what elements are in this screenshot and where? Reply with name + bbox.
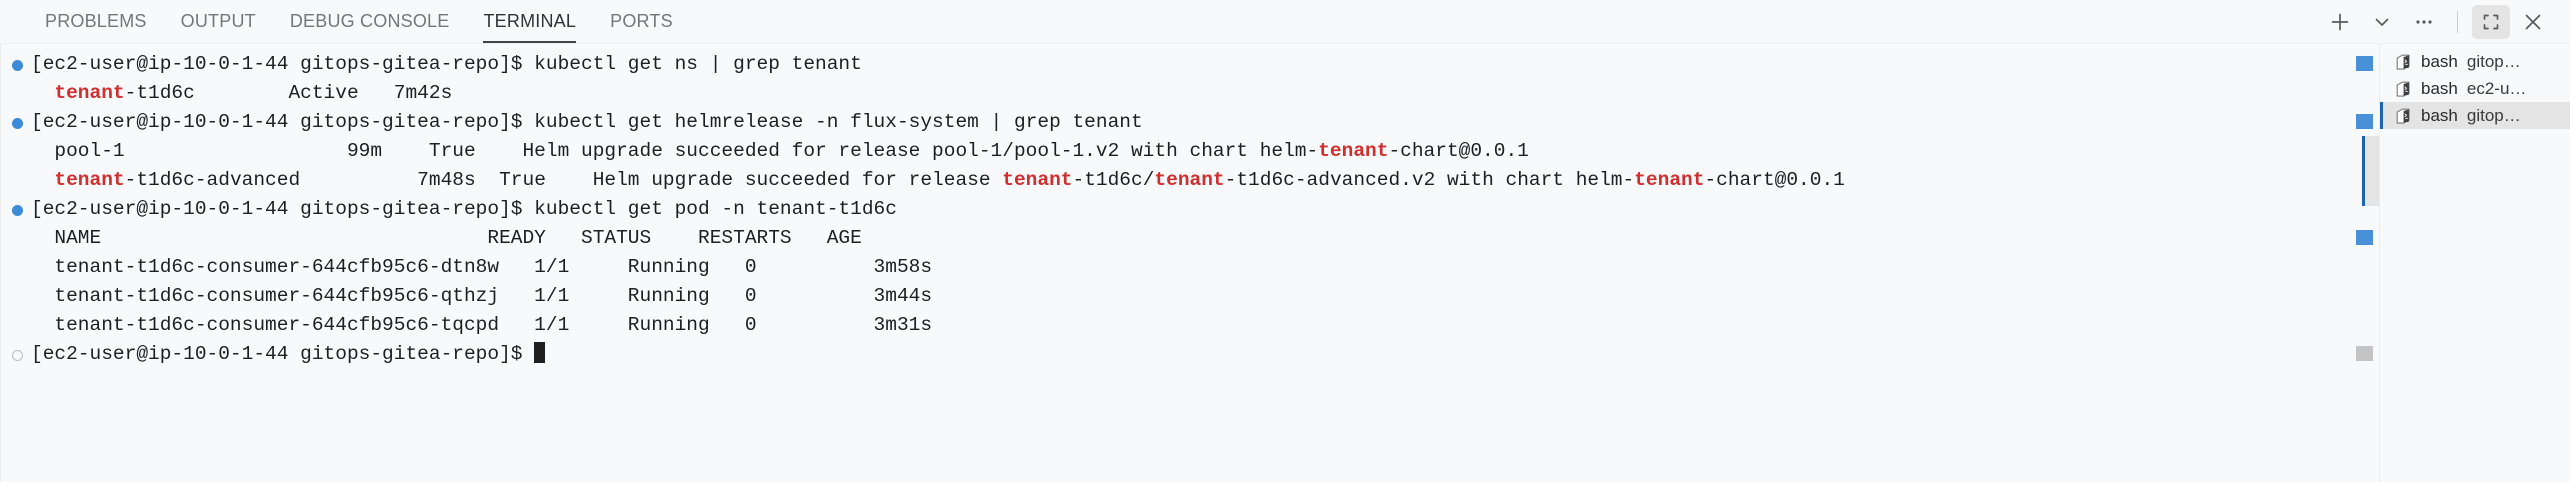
- command-success-marker-icon: [12, 205, 23, 216]
- terminal-text: [ec2-user@ip-10-0-1-44 gitops-gitea-repo…: [31, 53, 862, 75]
- terminal-line: tenant-t1d6c Active 7m42s: [1, 79, 2351, 108]
- grep-match: tenant: [1634, 169, 1705, 191]
- terminal-shell-icon: [2396, 108, 2410, 124]
- terminal-line: [ec2-user@ip-10-0-1-44 gitops-gitea-repo…: [1, 50, 2351, 79]
- tab-terminal[interactable]: TERMINAL: [466, 0, 593, 43]
- tab-output[interactable]: OUTPUT: [164, 0, 273, 43]
- tab-label: DEBUG CONSOLE: [289, 11, 450, 31]
- terminal-text: -t1d6c Active 7m42s: [124, 82, 453, 104]
- terminal-text: [31, 169, 54, 191]
- terminal-text: tenant-t1d6c-consumer-644cfb95c6-dtn8w 1…: [31, 256, 933, 278]
- terminal-text: -chart@0.0.1: [1704, 169, 1845, 191]
- tab-label: TERMINAL: [483, 11, 577, 31]
- terminal-cursor: [534, 342, 546, 363]
- overview-ruler-mark[interactable]: [2356, 230, 2373, 245]
- panel-tab-bar: PROBLEMS OUTPUT DEBUG CONSOLE TERMINAL PORTS: [0, 0, 690, 43]
- terminal-text: -t1d6c-advanced 7m48s True Helm upgrade …: [124, 169, 1003, 191]
- grep-match: tenant: [1154, 169, 1225, 191]
- tab-problems[interactable]: PROBLEMS: [28, 0, 164, 43]
- command-success-marker-icon: [12, 118, 23, 129]
- grep-match: tenant: [1002, 169, 1073, 191]
- terminal-line: [ec2-user@ip-10-0-1-44 gitops-gitea-repo…: [1, 108, 2351, 137]
- terminal-tab-detail: gitop…: [2466, 105, 2521, 125]
- terminal-text: pool-1 99m True Helm upgrade succeeded f…: [31, 140, 1319, 162]
- more-actions-icon[interactable]: [2405, 5, 2443, 39]
- terminal-text: [ec2-user@ip-10-0-1-44 gitops-gitea-repo…: [31, 198, 897, 220]
- terminal-output[interactable]: [ec2-user@ip-10-0-1-44 gitops-gitea-repo…: [1, 44, 2351, 482]
- close-panel-icon[interactable]: [2514, 5, 2552, 39]
- terminal-line: tenant-t1d6c-consumer-644cfb95c6-qthzj 1…: [1, 282, 2351, 311]
- new-terminal-icon: [2331, 13, 2349, 30]
- terminal-text: tenant-t1d6c-consumer-644cfb95c6-qthzj 1…: [31, 285, 933, 307]
- panel-toolbar: [2321, 0, 2570, 43]
- terminal-shell-icon: [2396, 81, 2410, 97]
- grep-match: tenant: [54, 82, 125, 104]
- terminal-text: -t1d6c/: [1072, 169, 1155, 191]
- terminal-scrollbar-thumb[interactable]: [2362, 136, 2379, 206]
- overview-ruler[interactable]: [2351, 44, 2379, 482]
- terminal-text: -t1d6c-advanced.v2 with chart helm-: [1224, 169, 1635, 191]
- terminal-tab-list[interactable]: bash gitop… bash ec2-u… bash gitop…: [2379, 44, 2570, 482]
- panel-body: [ec2-user@ip-10-0-1-44 gitops-gitea-repo…: [0, 44, 2570, 482]
- terminal-tab-item[interactable]: bash ec2-u…: [2380, 75, 2570, 102]
- terminal-text: -chart@0.0.1: [1388, 140, 1529, 162]
- maximize-panel-icon[interactable]: [2472, 4, 2510, 39]
- terminal-tab-item[interactable]: bash gitop…: [2380, 102, 2570, 129]
- terminal-line: [ec2-user@ip-10-0-1-44 gitops-gitea-repo…: [1, 340, 2351, 369]
- tab-debug-console[interactable]: DEBUG CONSOLE: [273, 0, 467, 43]
- tab-label: OUTPUT: [180, 11, 256, 31]
- terminal-tab-detail: ec2-u…: [2466, 78, 2527, 98]
- terminal-shell-icon: [2396, 54, 2410, 70]
- terminal-viewport[interactable]: [ec2-user@ip-10-0-1-44 gitops-gitea-repo…: [0, 44, 2379, 482]
- grep-match: tenant: [54, 169, 125, 191]
- terminal-text: [ec2-user@ip-10-0-1-44 gitops-gitea-repo…: [31, 111, 1143, 133]
- command-pending-marker-icon: [12, 350, 23, 361]
- terminal-text: [ec2-user@ip-10-0-1-44 gitops-gitea-repo…: [31, 343, 535, 365]
- overview-ruler-mark[interactable]: [2356, 346, 2373, 361]
- terminal-line: tenant-t1d6c-consumer-644cfb95c6-tqcpd 1…: [1, 311, 2351, 340]
- terminal-text: tenant-t1d6c-consumer-644cfb95c6-tqcpd 1…: [31, 314, 933, 336]
- close-panel-icon: [2525, 14, 2541, 29]
- tab-label: PORTS: [610, 11, 673, 31]
- grep-match: tenant: [1318, 140, 1389, 162]
- chevron-down-icon: [2375, 18, 2389, 26]
- toolbar-divider: [2457, 10, 2458, 33]
- panel-header: PROBLEMS OUTPUT DEBUG CONSOLE TERMINAL PORTS: [0, 0, 2570, 44]
- overview-ruler-mark[interactable]: [2356, 56, 2373, 71]
- tab-label: PROBLEMS: [45, 11, 147, 31]
- terminal-tab-name: bash: [2421, 51, 2458, 71]
- terminal-tab-name: bash: [2421, 78, 2458, 98]
- terminal-tab-name: bash: [2421, 105, 2458, 125]
- tab-ports[interactable]: PORTS: [593, 0, 690, 43]
- more-actions-icon: [2416, 19, 2432, 24]
- terminal-line: [ec2-user@ip-10-0-1-44 gitops-gitea-repo…: [1, 195, 2351, 224]
- terminal-line: tenant-t1d6c-advanced 7m48s True Helm up…: [1, 166, 2351, 195]
- chevron-down-icon[interactable]: [2363, 5, 2401, 39]
- terminal-line: tenant-t1d6c-consumer-644cfb95c6-dtn8w 1…: [1, 253, 2351, 282]
- terminal-text: NAME READY STATUS RESTARTS AGE: [31, 227, 862, 249]
- terminal-tab-item[interactable]: bash gitop…: [2380, 48, 2570, 75]
- terminal-line: pool-1 99m True Helm upgrade succeeded f…: [1, 137, 2351, 166]
- terminal-line: NAME READY STATUS RESTARTS AGE: [1, 224, 2351, 253]
- new-terminal-icon[interactable]: [2321, 5, 2359, 39]
- command-success-marker-icon: [12, 60, 23, 71]
- overview-ruler-mark[interactable]: [2356, 114, 2373, 129]
- terminal-tab-detail: gitop…: [2466, 51, 2521, 71]
- maximize-panel-icon: [2483, 14, 2499, 29]
- terminal-text: [31, 82, 54, 104]
